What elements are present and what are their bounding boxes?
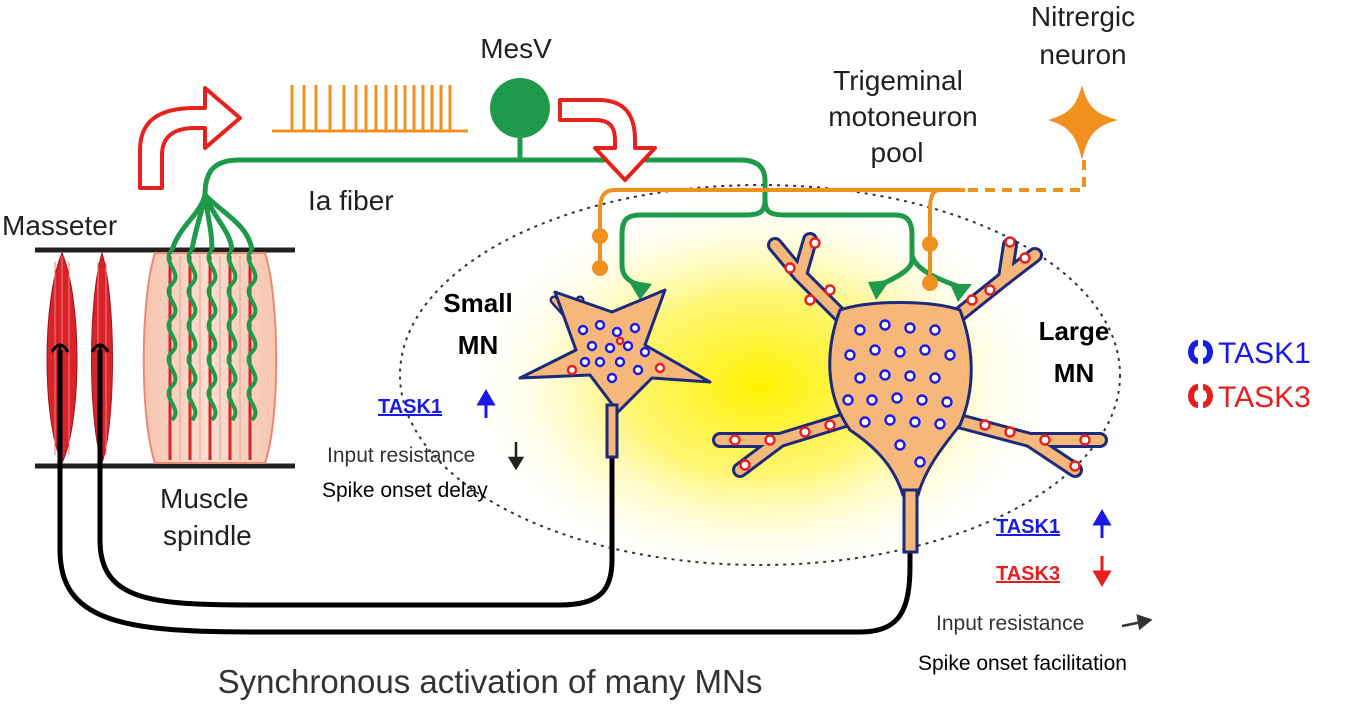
legend-task3: TASK3 (1188, 381, 1311, 414)
small-mn-label-line2: MN (458, 330, 498, 360)
nitrergic-label-line1: Nitrergic (1031, 1, 1135, 32)
ia-fiber-label: Ia fiber (308, 185, 394, 216)
ia-fiber (169, 138, 961, 290)
pool-label-line1: Trigeminal (833, 65, 963, 96)
nitrergic-varicosity-4 (922, 275, 938, 291)
nitrergic-varicosity-2 (592, 260, 608, 276)
nmj-ending-2 (90, 343, 110, 360)
small-mn-input-resistance: Input resistance (327, 444, 475, 467)
small-mn-input-resistance-down-arrow (507, 442, 525, 471)
motor-axon-small-mn (97, 350, 615, 608)
spike-train (272, 85, 468, 133)
task3-icon (1188, 384, 1213, 408)
ia-terminal-large-mn-1 (868, 280, 890, 300)
large-mn-input-resistance-flat-arrow (1121, 614, 1153, 631)
large-mn-label-line1: Large (1039, 316, 1110, 346)
spindle-label-line2: spindle (163, 520, 252, 551)
red-arrow-right (558, 98, 657, 182)
bottom-caption: Synchronous activation of many MNs (218, 663, 763, 700)
small-mn-task1-up-arrow (476, 389, 496, 418)
nitrergic-fiber (598, 160, 1086, 275)
motor-axon-large-mn (57, 350, 913, 635)
nitrergic-soma (1048, 85, 1118, 160)
nmj-ending-1 (50, 343, 70, 360)
small-mn (518, 288, 712, 459)
large-mn-input-resistance: Input resistance (936, 612, 1084, 635)
large-mn (712, 232, 1108, 554)
legend-task1: TASK1 (1188, 337, 1311, 370)
spindle-label-line1: Muscle (160, 483, 249, 514)
task1-icon (1188, 340, 1213, 364)
nitrergic-label-line2: neuron (1039, 39, 1126, 70)
mesv-soma (490, 78, 550, 138)
large-mn-task1-label: TASK1 (996, 516, 1060, 538)
large-mn-label-line2: MN (1054, 358, 1094, 388)
large-mn-spike-onset: Spike onset facilitation (918, 652, 1127, 675)
legend-task3-label: TASK3 (1218, 381, 1311, 414)
nitrergic-varicosity-3 (922, 236, 938, 252)
large-mn-task3-down-arrow (1092, 556, 1112, 587)
annulospiral-endings (166, 248, 258, 422)
small-mn-label-line1: Small (443, 288, 512, 318)
masseter-label: Masseter (2, 210, 117, 241)
large-mn-task3-label: TASK3 (996, 563, 1060, 585)
red-arrow-left (138, 86, 242, 190)
ia-terminal-large-mn-2 (950, 284, 972, 302)
small-mn-spike-onset: Spike onset delay (322, 479, 488, 502)
mesv-label: MesV (480, 33, 552, 64)
pool-label-line2: motoneuron (828, 101, 977, 132)
ia-terminal-small-mn (628, 280, 652, 300)
legend-task1-label: TASK1 (1218, 337, 1311, 370)
nitrergic-varicosity-1 (592, 228, 608, 244)
small-mn-task1-label: TASK1 (378, 396, 442, 418)
large-mn-task1-up-arrow (1092, 509, 1112, 538)
pool-label-line3: pool (871, 137, 924, 168)
motoneuron-pool-boundary (399, 184, 1121, 566)
